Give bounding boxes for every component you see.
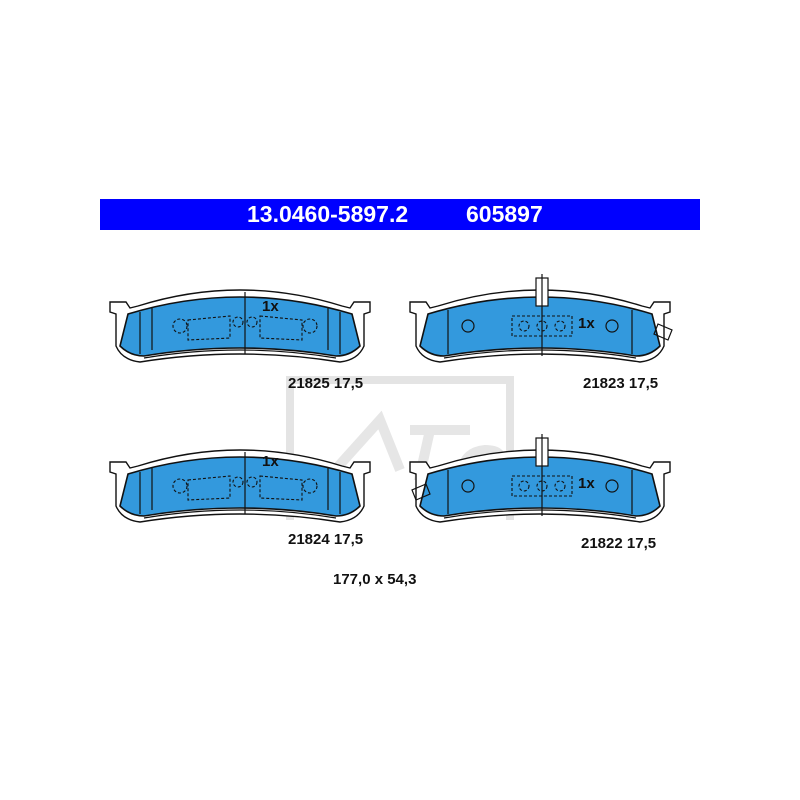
pad-code: 21825 17,5 <box>288 375 364 392</box>
pad-quantity: 1x <box>262 298 279 315</box>
brake-pad-bottom-right <box>409 434 671 523</box>
part-number-banner: 13.0460-5897.2 605897 <box>100 199 700 230</box>
pad-code: 21824 17,5 <box>288 531 364 548</box>
brake-pad-top-right <box>409 274 673 363</box>
pad-code: 21822 17,5 <box>581 535 657 552</box>
brake-pad-bottom-left <box>109 449 371 523</box>
part-number: 13.0460-5897.2 <box>247 201 409 227</box>
reference-number: 605897 <box>466 201 543 227</box>
pad-dimensions: 177,0 x 54,3 <box>333 571 417 588</box>
pad-code: 21823 17,5 <box>583 375 659 392</box>
pad-quantity: 1x <box>578 475 595 492</box>
pad-quantity: 1x <box>262 453 279 470</box>
brake-pad-top-left <box>109 289 371 363</box>
pad-quantity: 1x <box>578 315 595 332</box>
